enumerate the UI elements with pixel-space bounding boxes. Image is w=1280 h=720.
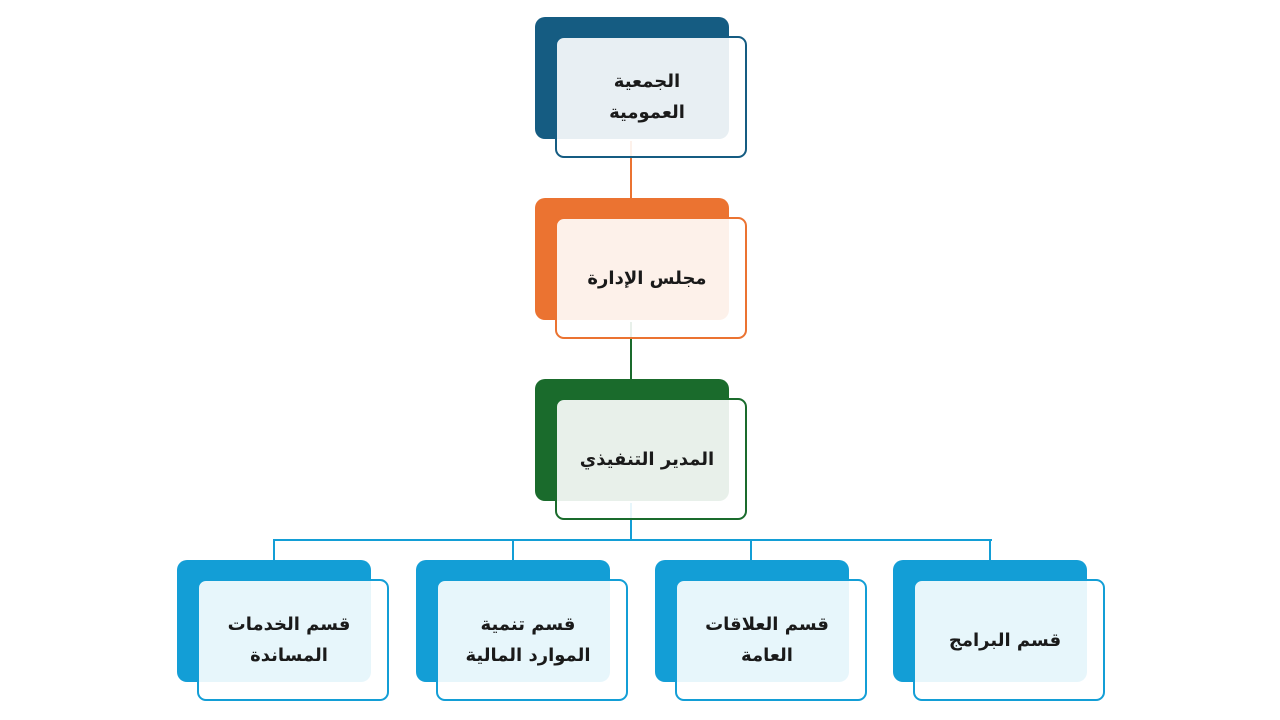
node-label-programs: قسم البرامج (948, 629, 1062, 651)
node-department-support-services: قسم الخدمات المساندة (177, 560, 393, 705)
node-label-executive-director: المدير التنفيذي (579, 448, 715, 470)
node-label-general-assembly: الجمعية العمومية (609, 71, 685, 123)
node-front-shape (555, 398, 747, 520)
connector-drop-financial (512, 539, 514, 560)
node-label-public-relations: قسم العلاقات العامة (705, 614, 829, 666)
node-front-shape (555, 36, 747, 158)
connector-drop-support (273, 539, 275, 560)
node-general-assembly: الجمعية العمومية (535, 17, 751, 162)
connector-drop-programs (989, 539, 991, 560)
node-front-shape (197, 579, 389, 701)
node-department-public-relations: قسم العلاقات العامة (655, 560, 871, 705)
connector-board-director (630, 322, 632, 380)
node-executive-director: المدير التنفيذي (535, 379, 751, 524)
node-label-financial-resources: قسم تنمية الموارد المالية (465, 614, 591, 666)
node-label-support-services: قسم الخدمات المساندة (227, 614, 351, 666)
node-label-board: مجلس الإدارة (587, 267, 707, 289)
node-department-financial-resources: قسم تنمية الموارد المالية (416, 560, 632, 705)
node-front-shape (675, 579, 867, 701)
node-front-shape (555, 217, 747, 339)
node-front-shape (436, 579, 628, 701)
node-board: مجلس الإدارة (535, 198, 751, 343)
connector-departments-bus (273, 539, 992, 541)
connector-director-trunk (630, 503, 632, 541)
connector-assembly-board (630, 141, 632, 199)
node-department-programs: قسم البرامج (893, 560, 1109, 705)
connector-drop-public-relations (750, 539, 752, 560)
node-front-shape (913, 579, 1105, 701)
